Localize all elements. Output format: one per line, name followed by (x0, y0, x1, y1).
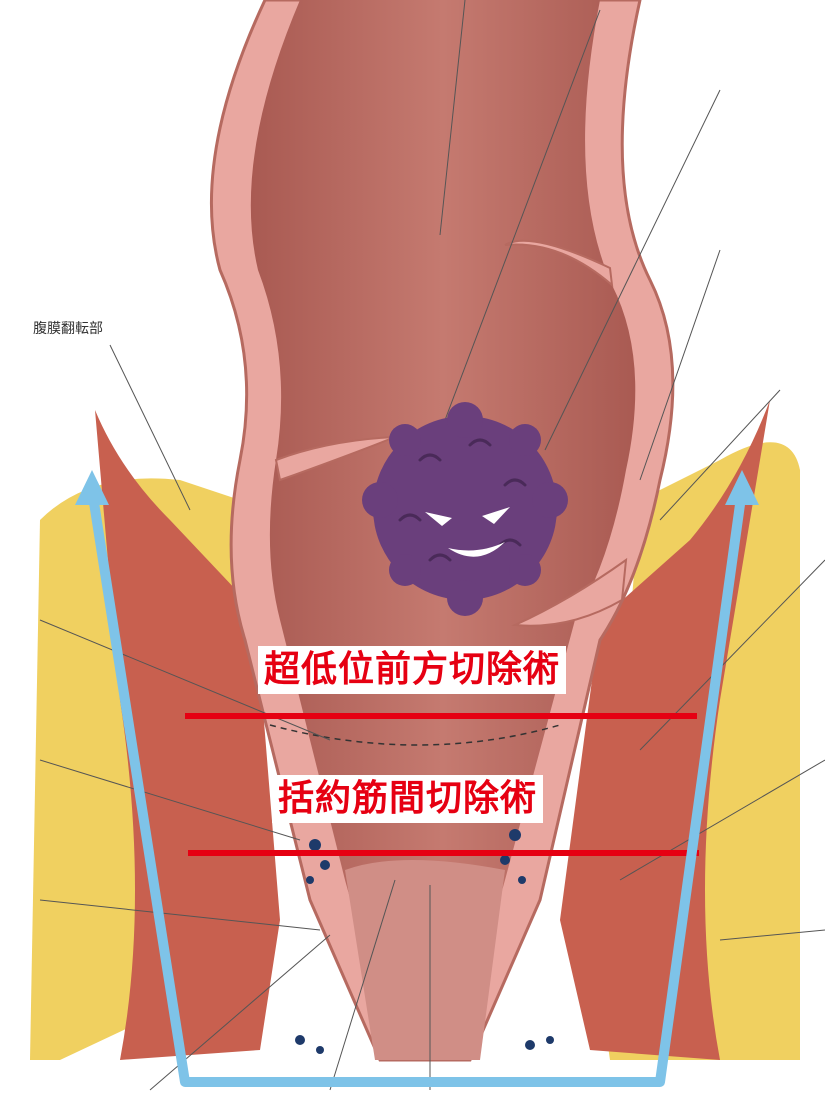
intersphincteric-resection-label: 括約筋間切除術 (272, 775, 543, 823)
peritoneal-reflection-label: 腹膜翻転部 (33, 318, 103, 338)
ultra-low-anterior-resection-label: 超低位前方切除術 (258, 646, 566, 694)
